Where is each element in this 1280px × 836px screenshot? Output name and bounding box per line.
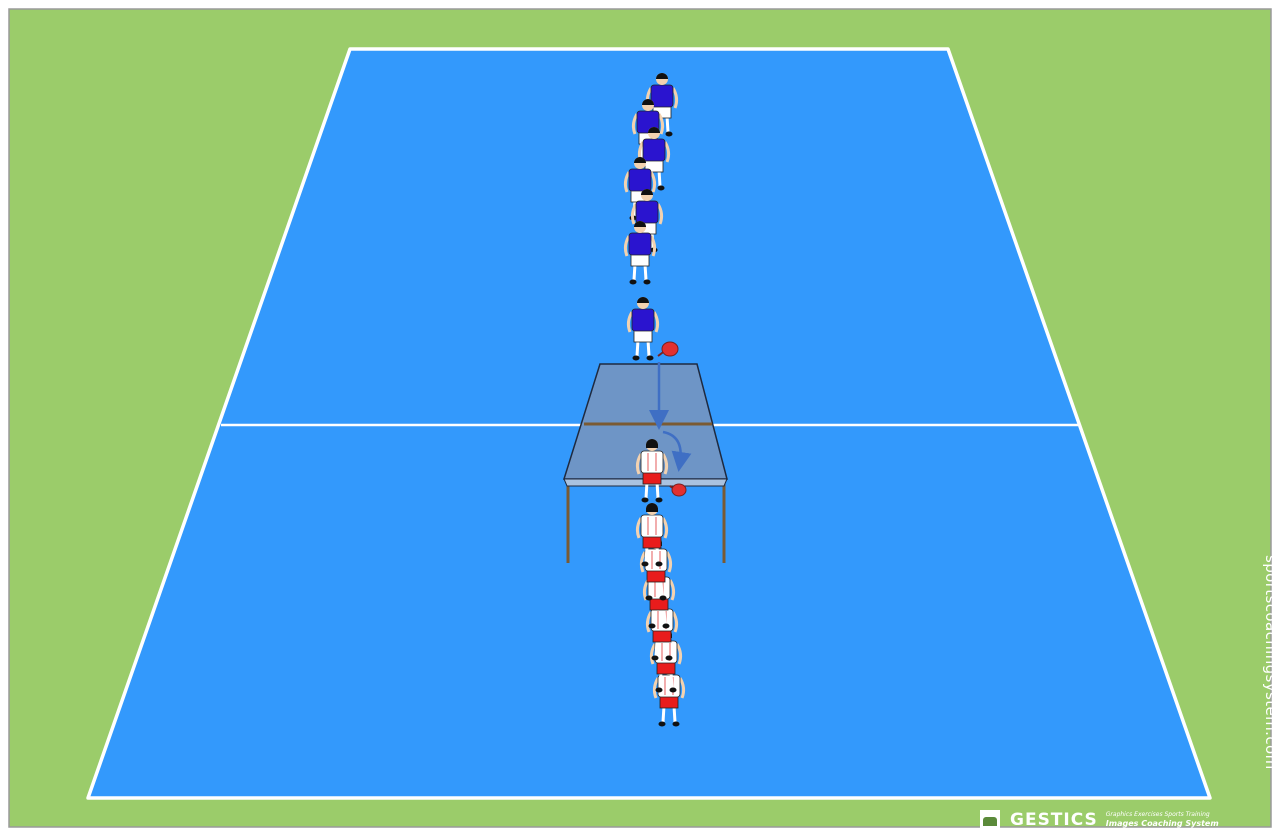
brand-tagline-line-1: Graphics Exercises Sports Training: [1106, 812, 1219, 819]
brand-footer: GESTICS Graphics Exercises Sports Traini…: [980, 807, 1219, 833]
gestics-logo-icon: [980, 810, 1000, 830]
brand-name: GESTICS: [1010, 810, 1098, 830]
site-watermark: sportscoachingsystem.com: [1258, 555, 1280, 800]
brand-tagline-line-2: Images Coaching System: [1106, 819, 1219, 828]
brand-tagline: Graphics Exercises Sports Training Image…: [1106, 812, 1219, 828]
